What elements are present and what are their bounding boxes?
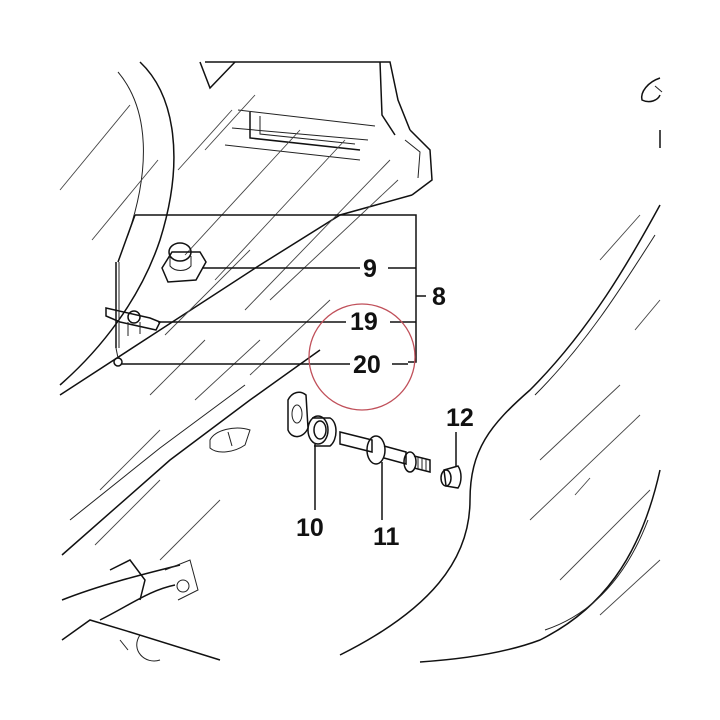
callout-8: 8 [432, 283, 446, 311]
callout-9: 9 [363, 255, 377, 283]
part-20-screw [113, 262, 123, 367]
part-11-bolt [339, 431, 431, 473]
callout-12: 12 [446, 404, 474, 432]
part-19-bracket [105, 307, 162, 336]
shading-hatch [59, 94, 661, 616]
callout-20: 20 [353, 351, 381, 379]
leader-lines [117, 214, 457, 520]
highlight-circle [308, 303, 416, 411]
callout-19: 19 [350, 308, 378, 336]
vehicle-body-outline [59, 61, 663, 663]
callout-10: 10 [296, 514, 324, 542]
part-9-clip-nut [161, 242, 207, 283]
callout-11: 11 [373, 523, 400, 551]
part-10-bushing [307, 415, 337, 447]
part-12-cap-nut [440, 465, 462, 489]
callout-labels: 8 9 19 20 10 11 12 [296, 255, 474, 551]
